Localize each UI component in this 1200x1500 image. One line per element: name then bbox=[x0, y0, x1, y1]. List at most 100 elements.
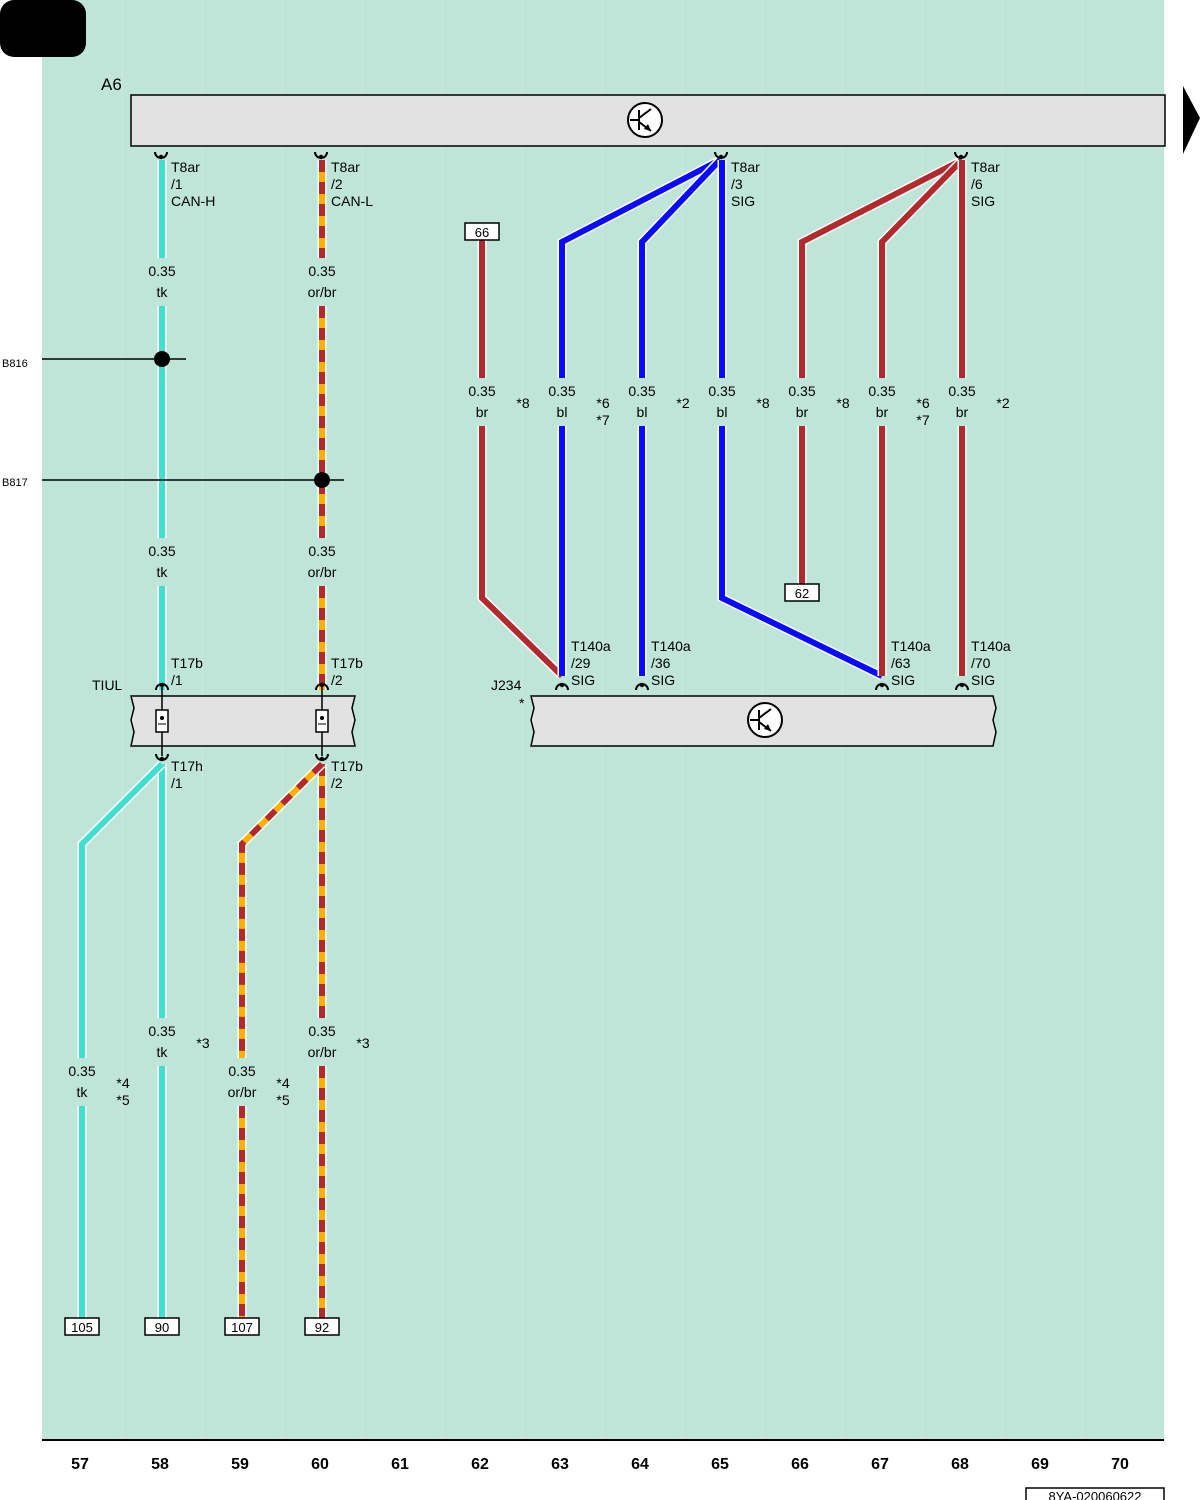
svg-text:*3: *3 bbox=[356, 1035, 369, 1051]
reference-boxes: 66 62 105 90 107 92 bbox=[64, 222, 820, 1336]
svg-text:/6: /6 bbox=[971, 176, 983, 192]
svg-text:105: 105 bbox=[71, 1320, 93, 1335]
svg-text:0.35: 0.35 bbox=[308, 1023, 335, 1039]
svg-text:90: 90 bbox=[155, 1320, 169, 1335]
svg-text:0.35: 0.35 bbox=[628, 383, 655, 399]
svg-text:*8: *8 bbox=[836, 395, 849, 411]
svg-text:T17b: T17b bbox=[331, 758, 363, 774]
svg-text:60: 60 bbox=[311, 1456, 329, 1473]
svg-text:CAN-H: CAN-H bbox=[171, 193, 215, 209]
svg-text:69: 69 bbox=[1031, 1456, 1049, 1473]
svg-text:/2: /2 bbox=[331, 775, 343, 791]
branch-label-b816: B816 bbox=[2, 358, 28, 370]
svg-text:T140a: T140a bbox=[571, 638, 611, 654]
svg-text:59: 59 bbox=[231, 1456, 249, 1473]
connector-label-j234-29: T140a /29 SIG bbox=[571, 638, 611, 688]
svg-text:/63: /63 bbox=[891, 655, 911, 671]
can-transistor-icon bbox=[747, 702, 783, 738]
wire-label-60b: 0.35 or/br bbox=[308, 543, 337, 580]
svg-text:68: 68 bbox=[951, 1456, 969, 1473]
branch-label-b817: B817 bbox=[2, 477, 28, 489]
svg-text:0.35: 0.35 bbox=[308, 543, 335, 559]
svg-text:0.35: 0.35 bbox=[868, 383, 895, 399]
svg-text:or/br: or/br bbox=[228, 1084, 257, 1100]
arrow-right-icon bbox=[1183, 86, 1200, 154]
svg-text:*5: *5 bbox=[116, 1092, 129, 1108]
svg-text:*2: *2 bbox=[996, 395, 1009, 411]
svg-text:/3: /3 bbox=[731, 176, 743, 192]
ref-box-92: 92 bbox=[304, 1317, 340, 1336]
svg-text:T8ar: T8ar bbox=[331, 159, 360, 175]
ref-box-90: 90 bbox=[144, 1317, 180, 1336]
component-a6-label: A6 bbox=[101, 75, 122, 94]
wire-67-br bbox=[877, 156, 966, 676]
connector-label-tiul-out1: T17h /1 bbox=[171, 758, 203, 791]
svg-text:*6: *6 bbox=[596, 395, 609, 411]
connector-label-a6-1: T8ar /1 CAN-H bbox=[171, 159, 215, 209]
svg-text:/29: /29 bbox=[571, 655, 591, 671]
svg-text:92: 92 bbox=[315, 1320, 329, 1335]
svg-text:0.35: 0.35 bbox=[468, 383, 495, 399]
svg-text:66: 66 bbox=[475, 225, 489, 240]
svg-text:/1: /1 bbox=[171, 672, 183, 688]
svg-text:58: 58 bbox=[151, 1456, 169, 1473]
svg-text:0.35: 0.35 bbox=[228, 1063, 255, 1079]
svg-text:SIG: SIG bbox=[571, 672, 595, 688]
wire-59-orbr bbox=[237, 760, 326, 1318]
svg-text:67: 67 bbox=[871, 1456, 889, 1473]
svg-text:0.35: 0.35 bbox=[788, 383, 815, 399]
component-tiul-label: TIUL bbox=[92, 677, 123, 693]
wire-65-bl bbox=[717, 160, 884, 681]
svg-text:SIG: SIG bbox=[731, 193, 755, 209]
svg-text:T17h: T17h bbox=[171, 758, 203, 774]
svg-text:0.35: 0.35 bbox=[148, 1023, 175, 1039]
svg-text:*8: *8 bbox=[516, 395, 529, 411]
svg-text:0.35: 0.35 bbox=[948, 383, 975, 399]
svg-text:0.35: 0.35 bbox=[708, 383, 735, 399]
svg-text:SIG: SIG bbox=[891, 672, 915, 688]
component-j234-label: J234 bbox=[491, 677, 522, 693]
svg-text:/1: /1 bbox=[171, 176, 183, 192]
svg-text:0.35: 0.35 bbox=[148, 543, 175, 559]
svg-text:/2: /2 bbox=[331, 176, 343, 192]
svg-text:/1: /1 bbox=[171, 775, 183, 791]
component-tiul-body bbox=[130, 695, 356, 747]
svg-text:0.35: 0.35 bbox=[68, 1063, 95, 1079]
wire-66-br bbox=[797, 155, 965, 584]
svg-text:/36: /36 bbox=[651, 655, 671, 671]
ref-box-107: 107 bbox=[224, 1317, 260, 1336]
svg-text:*6: *6 bbox=[916, 395, 929, 411]
svg-text:br: br bbox=[796, 404, 809, 420]
fuse-icon bbox=[315, 709, 329, 733]
connector-label-a6-2: T8ar /2 CAN-L bbox=[331, 159, 373, 209]
wire-62-br bbox=[477, 240, 566, 680]
connector-label-tiul-in1: T17b /1 bbox=[171, 655, 203, 688]
svg-text:or/br: or/br bbox=[308, 564, 337, 580]
svg-text:70: 70 bbox=[1111, 1456, 1129, 1473]
svg-text:107: 107 bbox=[231, 1320, 253, 1335]
ref-box-66: 66 bbox=[464, 222, 500, 241]
connector-label-a6-3: T8ar /3 SIG bbox=[731, 159, 760, 209]
svg-text:*2: *2 bbox=[676, 395, 689, 411]
svg-text:br: br bbox=[956, 404, 969, 420]
svg-text:63: 63 bbox=[551, 1456, 569, 1473]
svg-text:T17b: T17b bbox=[171, 655, 203, 671]
column-numbers: 57 58 59 60 61 62 63 64 65 66 67 68 69 7… bbox=[71, 1456, 1129, 1473]
svg-text:/2: /2 bbox=[331, 672, 343, 688]
svg-text:*8: *8 bbox=[756, 395, 769, 411]
wire-63-bl bbox=[557, 156, 723, 676]
svg-text:br: br bbox=[876, 404, 889, 420]
diagram-id-box: 8YA-020060622 bbox=[1025, 1487, 1165, 1500]
svg-text:61: 61 bbox=[391, 1456, 409, 1473]
svg-text:57: 57 bbox=[71, 1456, 89, 1473]
wire-57-tk bbox=[77, 760, 166, 1318]
